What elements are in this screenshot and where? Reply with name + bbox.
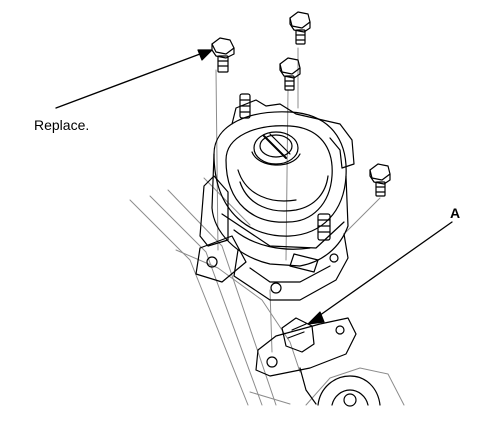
key-cylinder bbox=[251, 131, 301, 166]
lower-bracket bbox=[255, 317, 357, 405]
lower-flange bbox=[233, 233, 349, 301]
bolt-leader-lines bbox=[215, 47, 381, 353]
stud-bolt-left bbox=[239, 93, 251, 119]
steering-shaft-bottom bbox=[317, 375, 381, 407]
stud-bolt-right bbox=[317, 213, 331, 241]
a-callout-label: A bbox=[450, 205, 461, 221]
bolt-top-center-icon bbox=[289, 11, 311, 45]
steering-column-outline bbox=[129, 177, 405, 406]
a-callout-arrow bbox=[307, 221, 453, 325]
replace-callout-arrow bbox=[55, 49, 213, 109]
bolt-replace-icon bbox=[211, 37, 235, 73]
replace-callout-label: Replace. bbox=[34, 117, 90, 133]
bolt-center-icon bbox=[279, 57, 301, 91]
bolt-right-icon bbox=[369, 163, 391, 197]
connector-a bbox=[281, 317, 315, 353]
